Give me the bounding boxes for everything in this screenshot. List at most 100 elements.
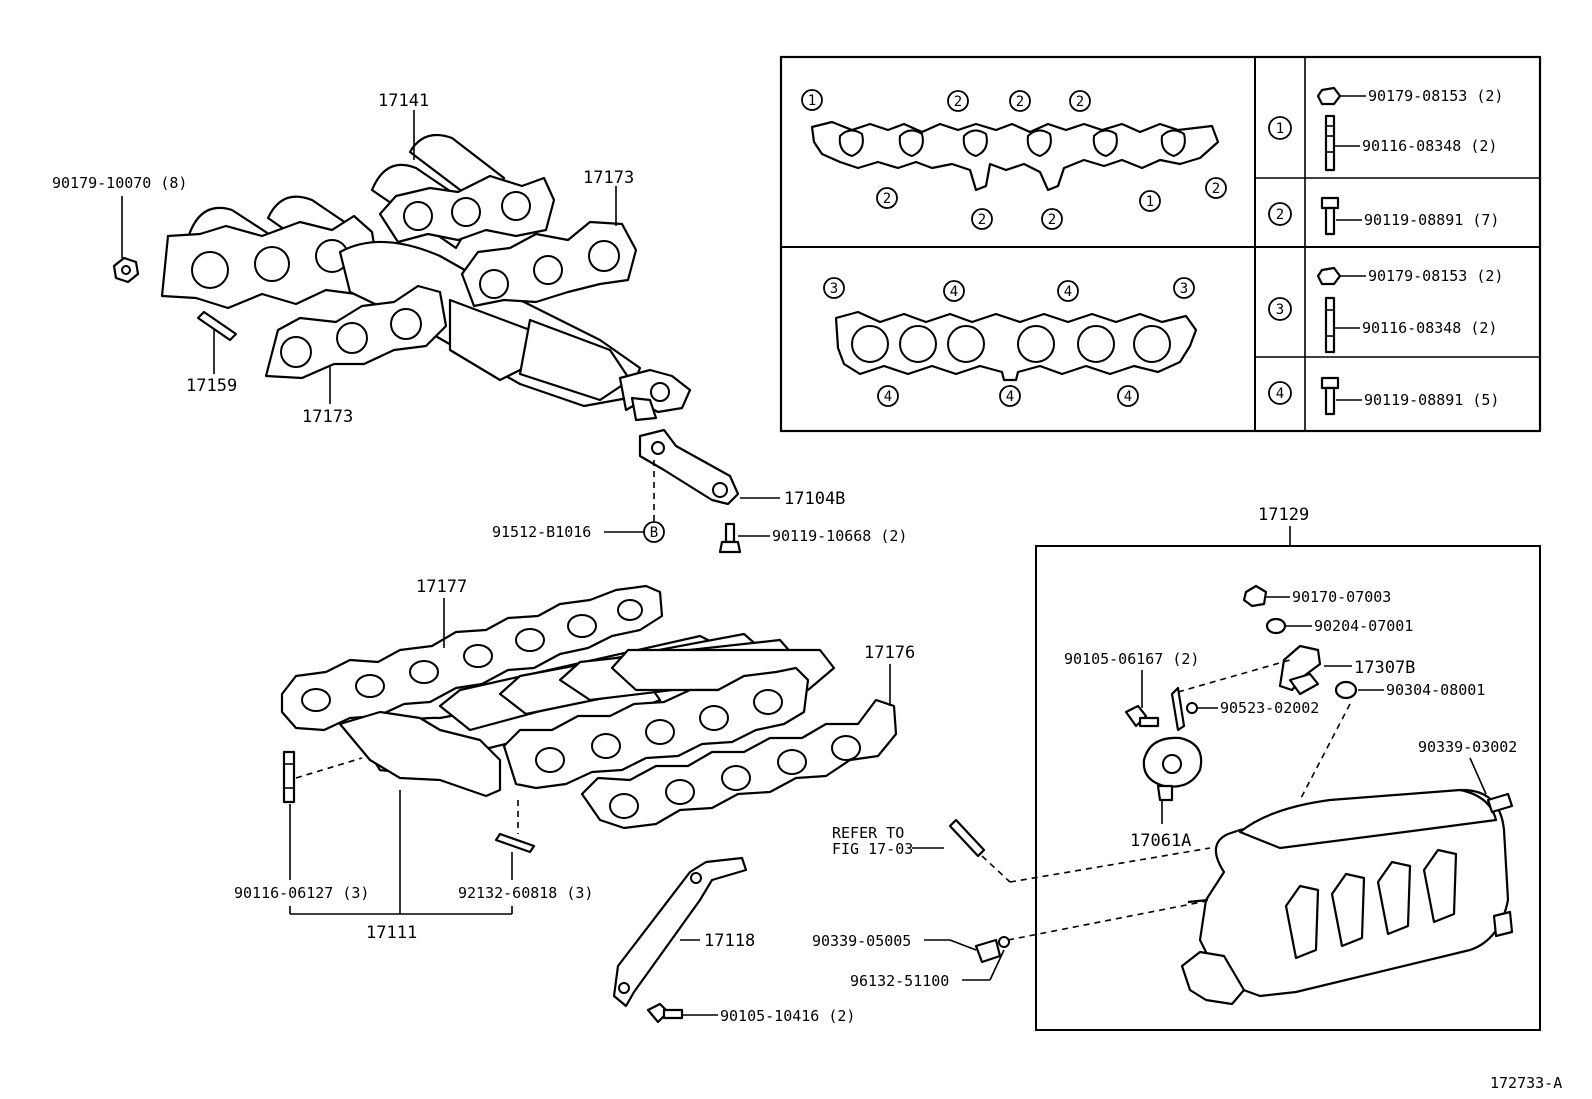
label-90105-10416: 90105-10416 (2) bbox=[720, 1007, 855, 1025]
svg-text:2: 2 bbox=[1076, 94, 1084, 110]
cap-icon bbox=[974, 938, 1002, 964]
label-17159: 17159 bbox=[186, 376, 237, 396]
marker-4-d: 4 bbox=[999, 385, 1021, 407]
label-17176: 17176 bbox=[864, 643, 915, 663]
label-17173-top: 17173 bbox=[583, 168, 634, 188]
svg-text:2: 2 bbox=[1276, 207, 1284, 223]
marker-2-g: 2 bbox=[1205, 177, 1227, 199]
table-row-3-item-2: 90116-08348 (2) bbox=[1362, 319, 1497, 337]
label-17111: 17111 bbox=[366, 923, 417, 943]
svg-text:3: 3 bbox=[830, 281, 838, 297]
stay-17118 bbox=[612, 856, 748, 1008]
label-17104B: 17104B bbox=[784, 489, 845, 509]
label-90116-06127: 90116-06127 (3) bbox=[234, 884, 369, 902]
svg-text:4: 4 bbox=[884, 389, 892, 405]
table-row-2-item-1: 90119-08891 (7) bbox=[1364, 211, 1499, 229]
table-row-1-item-1: 90179-08153 (2) bbox=[1368, 87, 1503, 105]
nut-icon bbox=[1316, 86, 1342, 106]
marker-4-e: 4 bbox=[1117, 385, 1139, 407]
marker-2-e: 2 bbox=[971, 208, 993, 230]
marker-3-a: 3 bbox=[823, 277, 845, 299]
svg-text:2: 2 bbox=[1212, 181, 1220, 197]
bolt-icon bbox=[718, 522, 742, 554]
svg-text:2: 2 bbox=[978, 212, 986, 228]
nut-icon bbox=[112, 256, 140, 284]
stud-icon bbox=[494, 832, 536, 854]
marker-1-b: 1 bbox=[1139, 190, 1161, 212]
stud-icon bbox=[1324, 114, 1336, 172]
table-marker-1: 1 bbox=[1268, 116, 1292, 140]
svg-text:3: 3 bbox=[1276, 302, 1284, 318]
intake-manifold bbox=[280, 584, 898, 830]
marker-1-upper: 1 bbox=[801, 89, 823, 111]
label-17177: 17177 bbox=[416, 577, 467, 597]
label-17173-bottom: 17173 bbox=[302, 407, 353, 427]
marker-b: B bbox=[643, 521, 665, 543]
label-90339-03002: 90339-03002 bbox=[1418, 738, 1517, 756]
bolt-icon bbox=[1320, 376, 1340, 416]
marker-2-b: 2 bbox=[1009, 90, 1031, 112]
svg-text:2: 2 bbox=[1016, 94, 1024, 110]
table-row-3-item-1: 90179-08153 (2) bbox=[1368, 267, 1503, 285]
label-90170-07003: 90170-07003 bbox=[1292, 588, 1391, 606]
gasket-table: 1 2 2 2 2 2 2 1 2 3 4 4 3 4 4 4 1 2 3 4 bbox=[779, 55, 1542, 433]
label-90523-02002: 90523-02002 bbox=[1220, 699, 1319, 717]
label-90105-06167: 90105-06167 (2) bbox=[1064, 650, 1199, 668]
table-marker-2: 2 bbox=[1268, 202, 1292, 226]
svg-text:1: 1 bbox=[1276, 121, 1284, 137]
actuator-17061A bbox=[1142, 686, 1203, 802]
marker-2-c: 2 bbox=[1069, 90, 1091, 112]
svg-text:3: 3 bbox=[1180, 281, 1188, 297]
table-row-1-item-2: 90116-08348 (2) bbox=[1362, 137, 1497, 155]
label-90339-05005: 90339-05005 bbox=[812, 932, 911, 950]
marker-2-f: 2 bbox=[1041, 208, 1063, 230]
stud-icon bbox=[282, 750, 296, 804]
refer-line-2: FIG 17-03 bbox=[832, 840, 913, 858]
label-17129: 17129 bbox=[1258, 505, 1309, 525]
bolt-icon bbox=[646, 1002, 684, 1024]
nozzle-icon bbox=[1486, 792, 1514, 814]
marker-4-c: 4 bbox=[877, 385, 899, 407]
svg-text:1: 1 bbox=[808, 93, 816, 109]
nut-icon bbox=[1242, 584, 1268, 608]
svg-text:4: 4 bbox=[1276, 386, 1284, 402]
exhaust-manifold bbox=[160, 134, 740, 506]
diagram-id: 172733-A bbox=[1490, 1074, 1562, 1092]
label-17141: 17141 bbox=[378, 91, 429, 111]
table-row-4-item-1: 90119-08891 (5) bbox=[1364, 391, 1499, 409]
marker-2-d: 2 bbox=[876, 187, 898, 209]
nut-icon bbox=[1316, 266, 1342, 286]
label-90304-08001: 90304-08001 bbox=[1386, 681, 1485, 699]
bolt-icon bbox=[1124, 704, 1160, 728]
svg-text:1: 1 bbox=[1146, 194, 1154, 210]
bracket-17307B bbox=[1278, 644, 1322, 696]
label-90204-07001: 90204-07001 bbox=[1314, 617, 1413, 635]
label-96132-51100: 96132-51100 bbox=[850, 972, 949, 990]
stud-icon bbox=[948, 818, 986, 858]
refer-line-1: REFER TO bbox=[832, 824, 904, 842]
label-91512: 91512-B1016 bbox=[492, 523, 591, 541]
svg-text:2: 2 bbox=[1048, 212, 1056, 228]
washer-icon bbox=[1265, 617, 1287, 635]
marker-4-a: 4 bbox=[943, 280, 965, 302]
gasket-upper bbox=[810, 120, 1220, 192]
label-90119-10668: 90119-10668 (2) bbox=[772, 527, 907, 545]
bolt-icon bbox=[1320, 196, 1340, 236]
svg-text:4: 4 bbox=[1064, 284, 1072, 300]
marker-2-a: 2 bbox=[947, 90, 969, 112]
label-17307B: 17307B bbox=[1354, 658, 1415, 678]
svg-text:4: 4 bbox=[1124, 389, 1132, 405]
clip-icon bbox=[1186, 702, 1198, 714]
marker-4-b: 4 bbox=[1057, 280, 1079, 302]
svg-text:2: 2 bbox=[883, 191, 891, 207]
table-marker-4: 4 bbox=[1268, 381, 1292, 405]
surge-tank bbox=[1180, 788, 1514, 1006]
svg-text:2: 2 bbox=[954, 94, 962, 110]
label-17061A: 17061A bbox=[1130, 831, 1191, 851]
svg-text:4: 4 bbox=[1006, 389, 1014, 405]
clip-icon bbox=[998, 936, 1010, 948]
stud-icon bbox=[196, 310, 238, 342]
svg-text:4: 4 bbox=[950, 284, 958, 300]
label-90179-10070: 90179-10070 (8) bbox=[52, 174, 187, 192]
